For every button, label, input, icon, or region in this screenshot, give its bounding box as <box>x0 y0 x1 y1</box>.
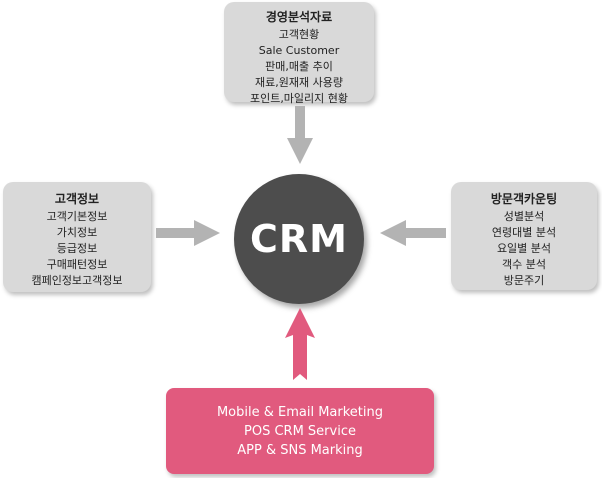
marketing-service-item: Mobile & Email Marketing <box>216 405 384 420</box>
management-analysis-item: Sale Customer <box>258 44 340 57</box>
management-analysis-title: 경영분석자료 <box>265 10 333 24</box>
visitor-counting-item: 성별분석 <box>503 210 545 223</box>
arrow-left-icon <box>380 220 446 246</box>
management-analysis-item: 판매,매출 추이 <box>265 60 333 73</box>
arrow-up-icon <box>285 308 315 380</box>
customer-info-box: 고객정보 고객기본정보 가치정보 등급정보 구매패턴정보 캠페인정보고객정보 <box>3 182 151 292</box>
arrow-down-icon <box>287 106 313 164</box>
marketing-service-item: APP & SNS Marking <box>237 443 363 458</box>
marketing-service-item: POS CRM Service <box>244 424 356 439</box>
visitor-counting-item: 연령대별 분석 <box>491 226 557 239</box>
customer-info-item: 구매패턴정보 <box>46 258 108 271</box>
customer-info-item: 고객기본정보 <box>46 210 108 223</box>
management-analysis-box: 경영분석자료 고객현황 Sale Customer 판매,매출 추이 재료,원재… <box>224 2 374 105</box>
visitor-counting-item: 객수 분석 <box>502 258 546 271</box>
visitor-counting-box: 방문객카운팅 성별분석 연령대별 분석 요일별 분석 객수 분석 방문주기 <box>451 182 597 290</box>
management-analysis-item: 고객현황 <box>278 28 320 41</box>
arrow-right-icon <box>156 220 220 246</box>
visitor-counting-title: 방문객카운팅 <box>490 192 558 206</box>
management-analysis-item: 재료,원재재 사용량 <box>255 76 343 89</box>
crm-label: CRM <box>250 217 348 261</box>
marketing-services-box: Mobile & Email Marketing POS CRM Service… <box>166 388 434 474</box>
visitor-counting-item: 방문주기 <box>503 274 545 287</box>
customer-info-item: 가치정보 <box>56 226 98 239</box>
visitor-counting-item: 요일별 분석 <box>496 242 552 255</box>
management-analysis-item: 포인트,마일리지 현황 <box>249 92 349 105</box>
customer-info-item: 캠페인정보고객정보 <box>31 274 123 287</box>
customer-info-title: 고객정보 <box>54 192 100 206</box>
crm-circle: CRM <box>234 174 364 304</box>
customer-info-item: 등급정보 <box>56 242 98 255</box>
